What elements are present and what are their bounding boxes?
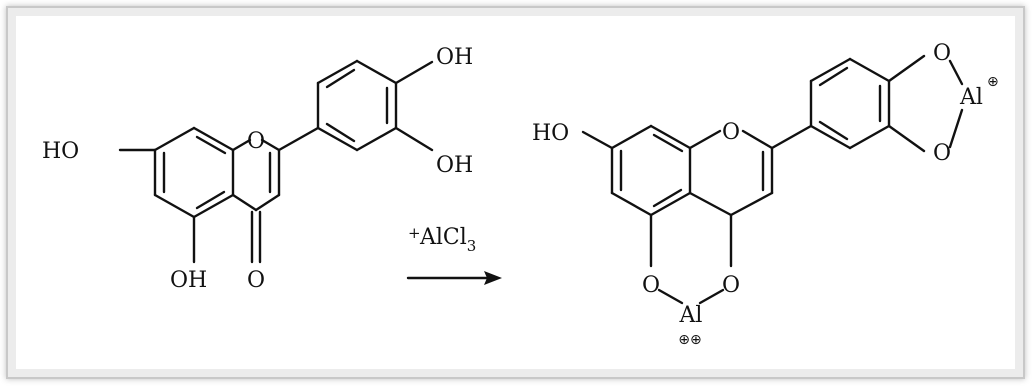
bond	[698, 288, 725, 305]
bond	[770, 124, 813, 150]
oxygen-label: O	[722, 273, 740, 298]
bond	[948, 59, 964, 86]
bond	[254, 193, 281, 212]
bond	[192, 193, 235, 219]
bond	[316, 59, 359, 85]
bond	[818, 120, 849, 141]
bond	[652, 133, 684, 153]
bond	[688, 191, 733, 217]
bond	[887, 54, 926, 83]
bond	[948, 108, 964, 149]
charge-label: ⊕	[987, 74, 999, 90]
ho-label: HO	[42, 139, 79, 164]
bond	[316, 126, 359, 152]
bond	[848, 124, 891, 150]
bond	[657, 288, 684, 305]
reagent-formula-subscript: 3	[467, 237, 477, 255]
reactant-molecule: HO O OH OH OH O	[42, 45, 473, 293]
oh-label: OH	[436, 153, 473, 178]
ho-label: HO	[532, 121, 569, 146]
bond	[355, 59, 398, 85]
bond	[818, 66, 849, 87]
bond	[652, 188, 683, 208]
arrow-head	[484, 271, 502, 285]
bond	[394, 126, 434, 152]
bond	[277, 126, 320, 152]
bond	[153, 126, 196, 152]
charge-label: ⊕⊕	[678, 332, 701, 348]
bond	[649, 191, 692, 217]
reagent-formula-main: AlCl	[419, 225, 467, 250]
oxygen-label: O	[933, 141, 951, 166]
bond	[231, 138, 252, 152]
bond	[192, 126, 235, 152]
bond	[887, 124, 926, 153]
bond	[195, 190, 226, 210]
bond	[610, 191, 653, 217]
plus-sign: +	[408, 224, 421, 242]
bond	[195, 135, 227, 155]
aluminum-label: Al	[959, 85, 983, 110]
aluminum-label: Al	[679, 303, 703, 328]
bond	[355, 126, 398, 152]
ring-oxygen-label: O	[247, 129, 265, 154]
bond	[260, 138, 281, 152]
bond	[809, 124, 852, 150]
bond	[325, 68, 356, 89]
oxygen-label: O	[933, 41, 951, 66]
bond	[688, 129, 722, 150]
reagent-formula: AlCl3	[419, 225, 476, 255]
reaction-arrow-group: + AlCl3	[406, 224, 502, 285]
ring-oxygen-label: O	[722, 120, 740, 145]
oxygen-label: O	[642, 273, 660, 298]
bond	[231, 193, 258, 212]
oh-label: OH	[436, 45, 473, 70]
bond	[153, 193, 196, 219]
carbonyl-oxygen-label: O	[247, 268, 265, 293]
bond	[729, 191, 774, 217]
bond	[848, 57, 891, 83]
bond	[325, 122, 356, 143]
diagram-frame	[6, 6, 1025, 379]
bond	[741, 129, 774, 150]
product-molecule: HO O O O Al ⊕⊕ O O Al ⊕	[532, 41, 999, 348]
bond	[581, 130, 614, 150]
bond	[394, 60, 434, 85]
bond	[610, 124, 653, 150]
bond	[809, 57, 852, 83]
bond	[649, 124, 692, 150]
oh-label: OH	[170, 268, 207, 293]
